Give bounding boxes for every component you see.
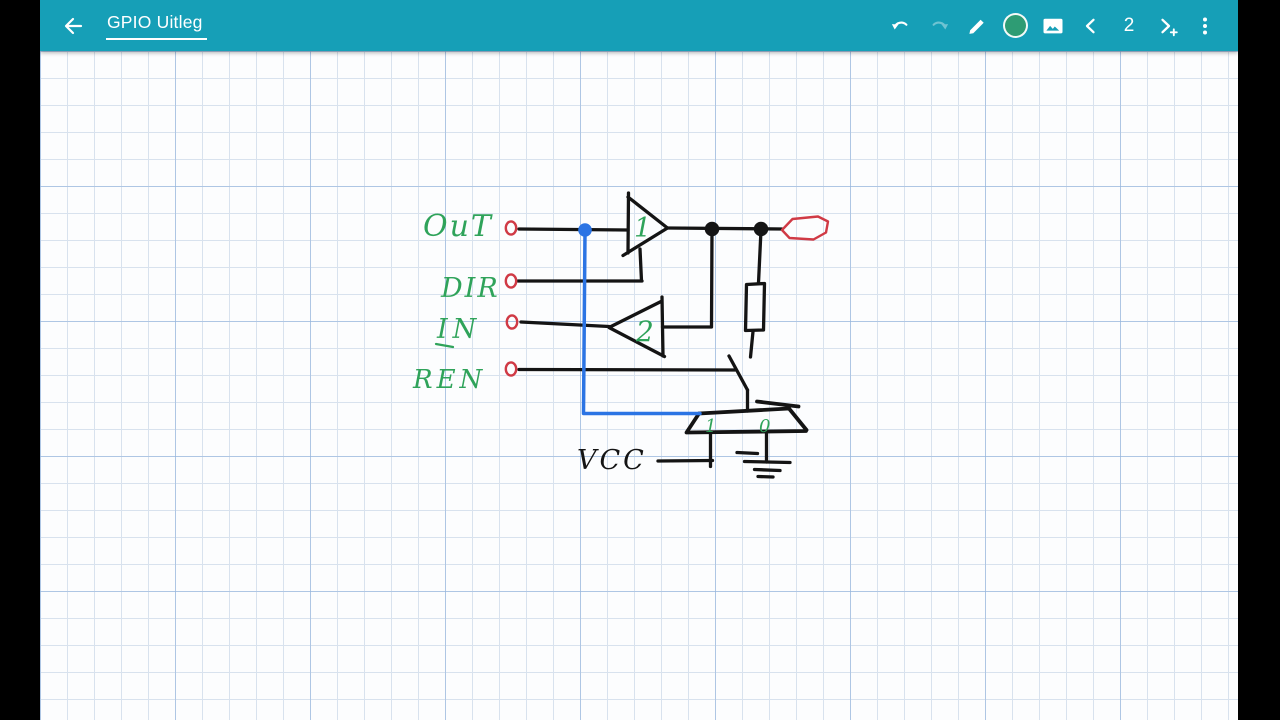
out-wire: [517, 227, 630, 232]
insert-image-button[interactable]: [1034, 6, 1072, 46]
undo-button[interactable]: [882, 6, 920, 46]
resistor-lead: [748, 329, 755, 359]
label-dir: DIR: [440, 273, 500, 304]
ren-pin: [504, 361, 518, 377]
pullup-wire: [756, 228, 763, 285]
pen-tool-button[interactable]: [958, 6, 996, 46]
blue-handle-dot[interactable]: [578, 223, 592, 237]
letterbox-right: [1238, 0, 1280, 720]
add-page-icon: [1161, 18, 1178, 36]
app-window: GPIO Uitleg: [40, 0, 1238, 720]
pad-hexagon: [780, 215, 830, 241]
chevron-left-icon: [1085, 18, 1095, 33]
color-picker-button[interactable]: [996, 6, 1034, 46]
overflow-menu-button[interactable]: [1186, 6, 1224, 46]
label-ren: REN: [412, 365, 486, 395]
previous-page-button[interactable]: [1072, 6, 1110, 46]
in-pin: [505, 314, 519, 330]
mux-trapezoid: [684, 399, 809, 435]
image-icon: [1043, 18, 1063, 33]
add-page-button[interactable]: [1148, 6, 1186, 46]
label-in: IN: [436, 314, 481, 345]
label-out: OuT: [423, 209, 493, 244]
red-pins: [504, 215, 830, 377]
junction-dot-1: [704, 221, 720, 237]
dir-wire: [516, 247, 644, 283]
drawing-canvas[interactable]: OuT DIR IN REN 1 2 1 0 VCC: [40, 51, 1238, 720]
overflow-menu-icon: [1203, 17, 1207, 34]
color-circle-icon: [1002, 13, 1028, 38]
ground-symbol: [735, 450, 792, 479]
vcc-wire: [656, 458, 715, 463]
label-buffer2: 2: [635, 315, 654, 348]
feedback-wire: [660, 228, 714, 329]
page-title: GPIO Uitleg: [107, 12, 203, 32]
label-mux-low: 0: [759, 416, 770, 437]
resistor: [743, 281, 767, 333]
blue-selection-stroke[interactable]: [578, 223, 702, 416]
blue-wire[interactable]: [581, 230, 702, 416]
page-number-indicator: 2: [1123, 14, 1135, 36]
undo-icon: [891, 21, 908, 29]
back-arrow-icon: [64, 17, 83, 34]
green-labels: OuT DIR IN REN 1 2 1 0: [412, 209, 770, 437]
ren-wire: [517, 367, 737, 372]
circuit-sketch: OuT DIR IN REN 1 2 1 0 VCC: [412, 191, 830, 479]
redo-icon: [932, 21, 949, 29]
label-buffer1: 1: [634, 213, 651, 244]
junction-dot-2: [753, 221, 769, 237]
redo-button[interactable]: [920, 6, 958, 46]
letterbox-left: [0, 0, 40, 720]
label-vcc: VCC: [577, 445, 647, 476]
label-mux-high: 1: [705, 416, 716, 437]
pencil-icon: [969, 19, 984, 34]
out-pin: [504, 220, 518, 236]
switch-blade: [727, 354, 750, 392]
in-wire: [519, 320, 611, 329]
app-bar: GPIO Uitleg: [40, 0, 1238, 51]
back-button[interactable]: [54, 6, 92, 46]
note-title-field[interactable]: GPIO Uitleg: [106, 11, 207, 40]
in-underline: [434, 342, 455, 349]
ink-strokes: [516, 191, 809, 479]
dir-pin: [504, 273, 518, 289]
